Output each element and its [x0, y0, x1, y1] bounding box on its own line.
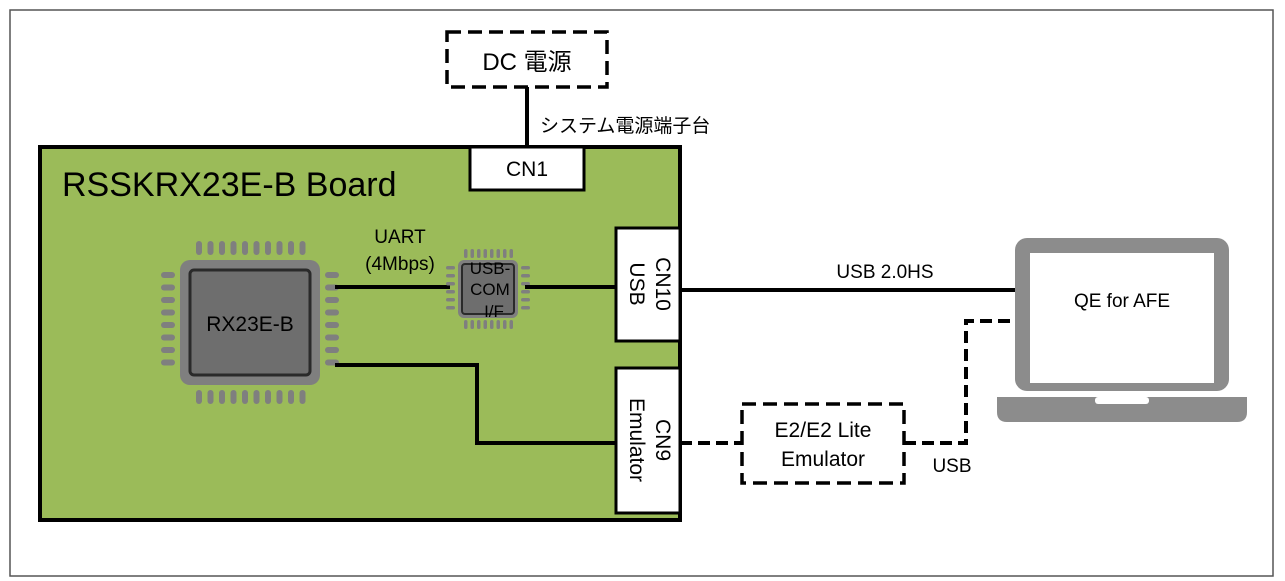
usb-com-label-line3: I/F: [484, 302, 504, 321]
usb-com-pin: [521, 274, 530, 278]
emulator-usb-label: USB: [932, 456, 971, 477]
mcu-pin: [230, 241, 237, 255]
mcu-chip: RX23E-B: [161, 241, 339, 404]
usb-com-pin: [464, 320, 468, 329]
usb-hs-label: USB 2.0HS: [836, 262, 933, 283]
laptop-screen-label: QE for AFE: [1074, 291, 1170, 312]
cn10-connector: [614, 226, 682, 343]
mcu-pin: [325, 272, 339, 278]
mcu-cn9-line: [335, 363, 616, 445]
cn9-label-line1: CN9: [651, 419, 674, 461]
usb-com-pin: [483, 249, 487, 258]
mcu-pin: [161, 309, 175, 316]
cn1-connector: [468, 145, 586, 192]
usb-com-pin: [521, 298, 530, 302]
usb-com-pin: [490, 249, 494, 258]
cn9-connector: [614, 366, 682, 515]
usb-com-label-line2: COM: [470, 280, 510, 299]
usb-com-pin: [503, 249, 507, 258]
mcu-pin: [265, 390, 271, 404]
mcu-pin: [161, 297, 175, 303]
usb-com-chip: USB- COM I/F: [446, 249, 530, 329]
usb-com-pin: [470, 249, 474, 258]
mcu-pin: [288, 241, 294, 255]
mcu-pin: [230, 390, 237, 404]
laptop-trackpad-notch: [1095, 397, 1149, 404]
mcu-pin: [325, 322, 339, 328]
board: RSSKRX23E-B Board CN1 RX23E-B UART (4Mbp…: [38, 145, 682, 522]
usb-com-pin: [446, 306, 455, 310]
mcu-pin: [299, 241, 306, 255]
mcu-pin: [161, 359, 175, 366]
mcu-pin: [325, 309, 339, 316]
mcu-label: RX23E-B: [206, 313, 294, 336]
mcu-pin: [196, 241, 202, 255]
mcu-pin: [207, 241, 214, 255]
mcu-pin: [161, 334, 175, 341]
cn10-label-line2: USB: [625, 262, 648, 305]
dc-power-box: DC 電源: [445, 30, 609, 89]
emulator-label-line1: E2/E2 Lite: [775, 419, 872, 442]
mcu-die: [188, 268, 312, 377]
usb-com-pin: [521, 306, 530, 310]
mcu-pin: [253, 241, 260, 255]
usb-com-pin: [496, 320, 500, 329]
cn9-label-line2: Emulator: [625, 398, 648, 482]
usb-com-pin: [521, 290, 530, 294]
usb-com-pins: [446, 249, 530, 329]
mcu-pin: [161, 347, 175, 353]
cn10-label-line1: CN10: [651, 257, 674, 311]
laptop: QE for AFE: [997, 238, 1247, 422]
usb-com-pin: [521, 266, 530, 270]
usb-com-pin: [446, 298, 455, 302]
mcu-pins: [161, 241, 339, 404]
usb-com-pin: [464, 249, 468, 258]
mcu-pin: [207, 390, 214, 404]
laptop-base: [997, 397, 1247, 422]
mcu-pin: [265, 241, 271, 255]
usb-com-pin: [446, 266, 455, 270]
usb-com-die: [461, 263, 515, 315]
mcu-pin: [196, 390, 202, 404]
mcu-pin: [161, 272, 175, 278]
usb-com-pin: [477, 320, 481, 329]
usb-com-pin: [509, 320, 513, 329]
usb-com-label-line1: USB-: [470, 259, 511, 278]
usb-com-pin: [446, 282, 455, 286]
usb-com-pin: [446, 274, 455, 278]
mcu-pin: [219, 390, 225, 404]
power-terminal-label: システム電源端子台: [540, 115, 710, 137]
dc-power-label: DC 電源: [482, 49, 571, 76]
mcu-pin: [242, 390, 248, 404]
mcu-pin: [276, 390, 283, 404]
usb-com-pin: [446, 290, 455, 294]
usb-com-pin: [483, 320, 487, 329]
usb-com-pin: [509, 249, 513, 258]
mcu-pin: [299, 390, 306, 404]
mcu-pin: [253, 390, 260, 404]
uart-label-line1: UART: [374, 227, 426, 248]
emulator-box: E2/E2 Lite Emulator: [740, 402, 906, 485]
board-title: RSSKRX23E-B Board: [62, 166, 397, 204]
usb-com-pin: [477, 249, 481, 258]
usb-com-pin: [521, 282, 530, 286]
usb-com-pin: [496, 249, 500, 258]
mcu-pin: [325, 334, 339, 341]
mcu-pin: [276, 241, 283, 255]
uart-label-line2: (4Mbps): [365, 254, 435, 275]
mcu-pin: [325, 347, 339, 353]
mcu-pin: [161, 322, 175, 328]
mcu-pin: [242, 241, 248, 255]
usb-com-pin: [490, 320, 494, 329]
emulator-label-line2: Emulator: [781, 448, 865, 471]
cn1-label: CN1: [506, 158, 548, 181]
usb-com-pin: [503, 320, 507, 329]
usb-com-pin: [470, 320, 474, 329]
laptop-screen: [1030, 253, 1214, 383]
mcu-pin: [325, 297, 339, 303]
mcu-pin: [288, 390, 294, 404]
mcu-pin: [219, 241, 225, 255]
mcu-pin: [161, 284, 175, 291]
